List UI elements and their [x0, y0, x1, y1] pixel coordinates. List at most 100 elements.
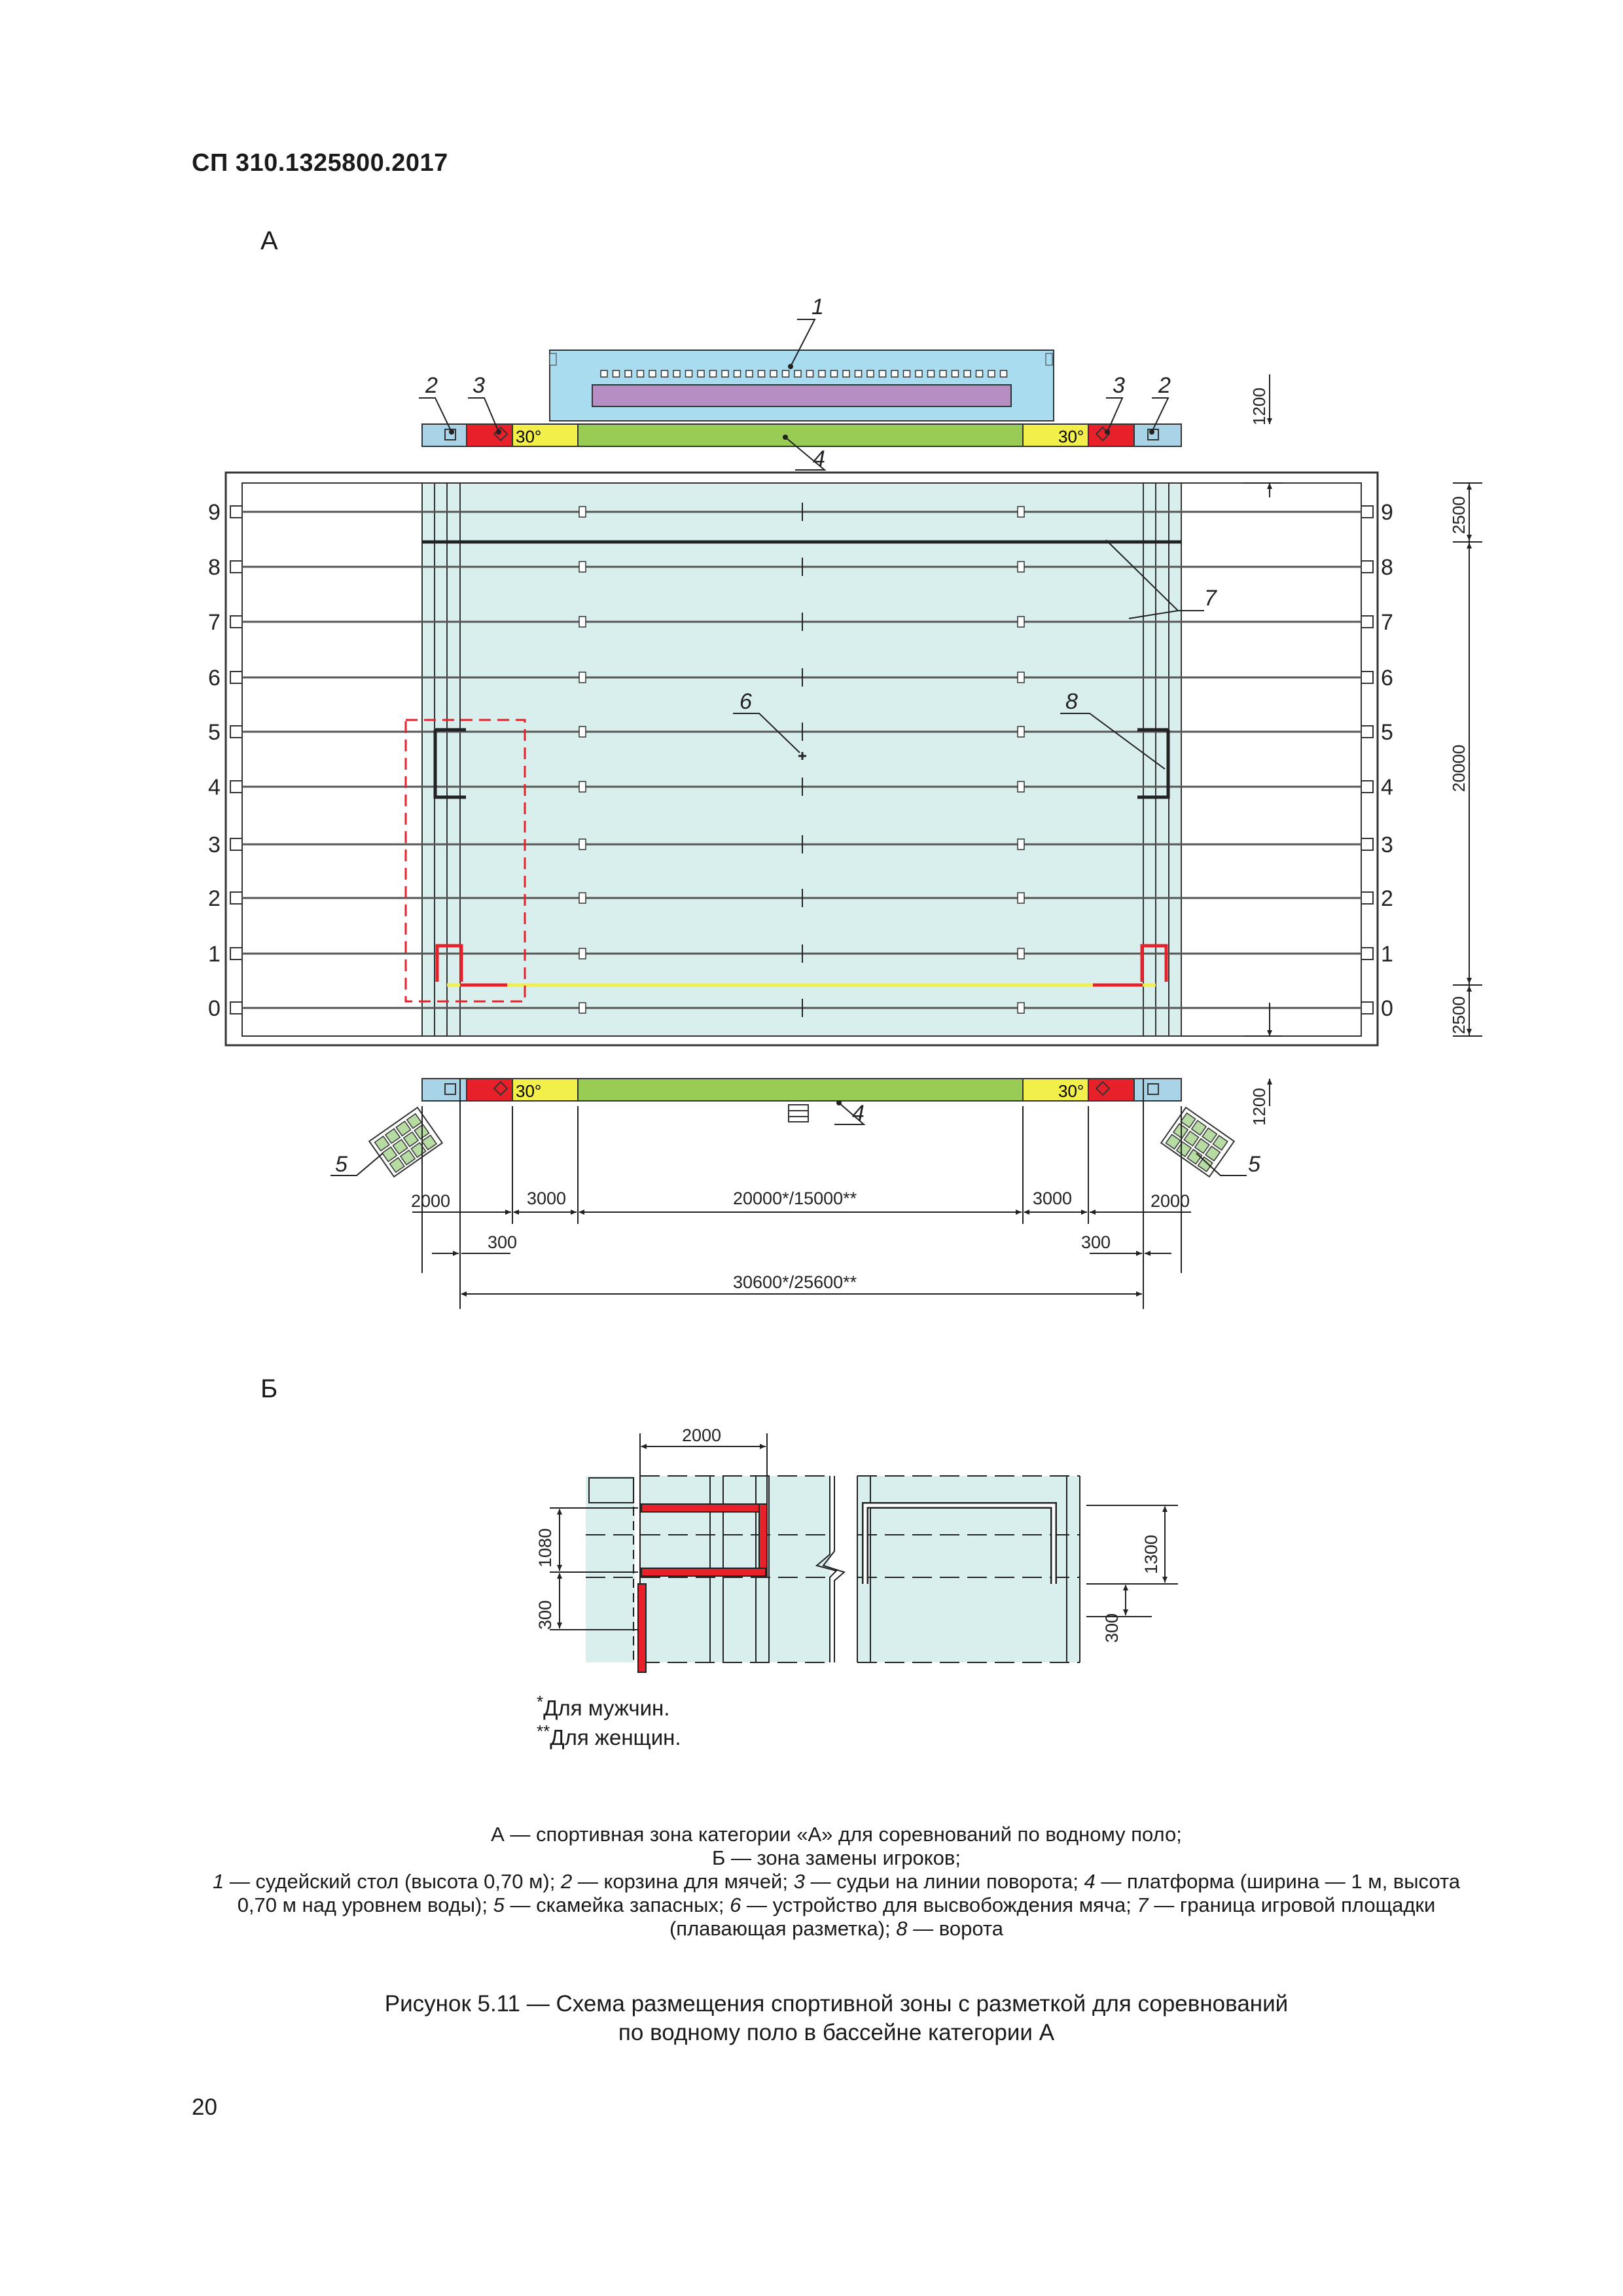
bench-seat — [1165, 1134, 1181, 1150]
lane-number-right: 5 — [1381, 720, 1393, 745]
lane-number-left: 2 — [208, 886, 221, 911]
judge-seat — [902, 370, 911, 378]
judge-seat — [673, 370, 681, 378]
section-a-label: А — [260, 226, 278, 255]
lane-number-right: 9 — [1381, 500, 1393, 525]
lane-number-left: 3 — [208, 833, 221, 857]
angle-label-top-left: 30° — [516, 427, 541, 446]
judge-seat — [854, 370, 863, 378]
substitution-zone-highlight — [404, 719, 526, 1003]
judge-seat — [878, 370, 887, 378]
lane-anchor-left — [230, 780, 242, 793]
bench-seat — [374, 1136, 390, 1152]
dim-field-width: 20000*/15000** — [733, 1189, 857, 1208]
callout-8: 8 — [1065, 689, 1078, 714]
page-number: 20 — [192, 2094, 217, 2120]
judge-seat — [842, 370, 850, 378]
judge-seat — [988, 370, 995, 378]
judge-seat — [951, 370, 959, 378]
judge-seat — [975, 370, 984, 378]
dim-b-2000: 2000 — [682, 1426, 721, 1445]
bench-seat — [1186, 1149, 1203, 1165]
lane-anchor-left — [230, 505, 242, 518]
lane-anchor-right — [1361, 505, 1374, 518]
dim-2500-bottom: 2500 — [1449, 996, 1469, 1034]
bottom-platform: 30° 30° — [421, 1078, 1182, 1122]
figure-b-substitution-zone: 2000 1080 300 1300 300 — [535, 1426, 1178, 1673]
lane-anchor-left — [230, 725, 242, 738]
judge-seat — [600, 370, 608, 378]
note-line-b: Б — зона замены игроков; — [711, 1846, 961, 1869]
lane-anchor-right — [1361, 780, 1374, 793]
dim-total-width: 30600*/25600** — [733, 1272, 857, 1292]
judge-table — [549, 350, 1054, 422]
angle-label-bottom-right: 30° — [1058, 1081, 1084, 1101]
bench-seat — [399, 1149, 416, 1166]
lane-number-right: 6 — [1381, 666, 1393, 691]
judge-seat — [891, 370, 899, 378]
bench-seat — [1183, 1130, 1200, 1147]
dim-1200-top: 1200 — [1249, 387, 1269, 425]
goal-left — [433, 728, 466, 799]
caption-line-1: Рисунок 5.11 — Схема размещения спортивн… — [384, 1991, 1289, 2017]
lane-anchor-right — [1361, 838, 1374, 851]
lane-anchor-right — [1361, 725, 1374, 738]
judge-seat — [685, 370, 693, 378]
lane-anchor-right — [1361, 891, 1374, 905]
dim-b-300-right: 300 — [1102, 1613, 1122, 1643]
lane-anchor-left — [230, 947, 242, 960]
judge-seat — [649, 370, 656, 378]
callout-4-top: 4 — [813, 446, 825, 471]
bench-seat — [381, 1146, 398, 1162]
judge-seat — [721, 370, 729, 378]
bench-seat — [395, 1121, 412, 1137]
footnote-women: **Для женщин. — [537, 1721, 681, 1749]
lane-anchor-left — [230, 560, 242, 573]
callout-5-right: 5 — [1248, 1152, 1260, 1177]
lane-number-left: 5 — [208, 720, 221, 745]
bench-seat — [1212, 1134, 1228, 1151]
bench-seat — [1180, 1112, 1196, 1128]
document-code: СП 310.1325800.2017 — [192, 149, 448, 177]
bench-seat — [1204, 1145, 1221, 1162]
judge-seat — [660, 370, 669, 378]
bench-seat — [392, 1138, 408, 1155]
judge-seat — [757, 370, 766, 378]
judge-seat — [745, 370, 753, 378]
dim-b-300-left: 300 — [535, 1600, 555, 1630]
judge-seat — [927, 370, 935, 378]
judge-seat — [697, 370, 705, 378]
lane-number-right: 8 — [1381, 555, 1393, 580]
callout-7: 7 — [1204, 586, 1217, 611]
lane-anchor-right — [1361, 671, 1374, 684]
figure-caption: Рисунок 5.11 — Схема размещения спортивн… — [192, 1990, 1481, 2047]
judge-seat — [612, 370, 620, 378]
lane-anchor-left — [230, 615, 242, 628]
lane-anchor-right — [1361, 1001, 1374, 1014]
dim-2000-left: 2000 — [411, 1191, 450, 1211]
dim-3000-right: 3000 — [1033, 1189, 1072, 1208]
lane-number-right: 3 — [1381, 833, 1393, 857]
bench-seat — [1202, 1127, 1218, 1143]
lane-number-left: 6 — [208, 666, 221, 691]
footnote-men: *Для мужчин. — [537, 1692, 670, 1720]
judge-seat — [915, 370, 923, 378]
figure-notes: А — спортивная зона категории «А» для со… — [192, 1823, 1481, 1941]
lane-number-left: 7 — [208, 610, 221, 635]
lane-number-right: 4 — [1381, 775, 1393, 800]
lane-number-right: 7 — [1381, 610, 1393, 635]
legend-items: 1 — судейский стол (высота 0,70 м); 2 — … — [212, 1870, 1461, 1940]
bench-seat — [1194, 1138, 1210, 1155]
lane-number-left: 4 — [208, 775, 221, 800]
judge-seat — [963, 370, 971, 378]
dim-2000-right: 2000 — [1150, 1191, 1190, 1211]
goal-right — [1137, 728, 1170, 799]
lane-number-left: 9 — [208, 500, 221, 525]
lane-anchor-left — [230, 671, 242, 684]
dim-300-right: 300 — [1081, 1232, 1111, 1252]
angle-label-bottom-left: 30° — [516, 1081, 541, 1101]
judge-seat — [624, 370, 632, 378]
judge-seat — [709, 370, 717, 378]
judge-seat — [806, 370, 814, 378]
